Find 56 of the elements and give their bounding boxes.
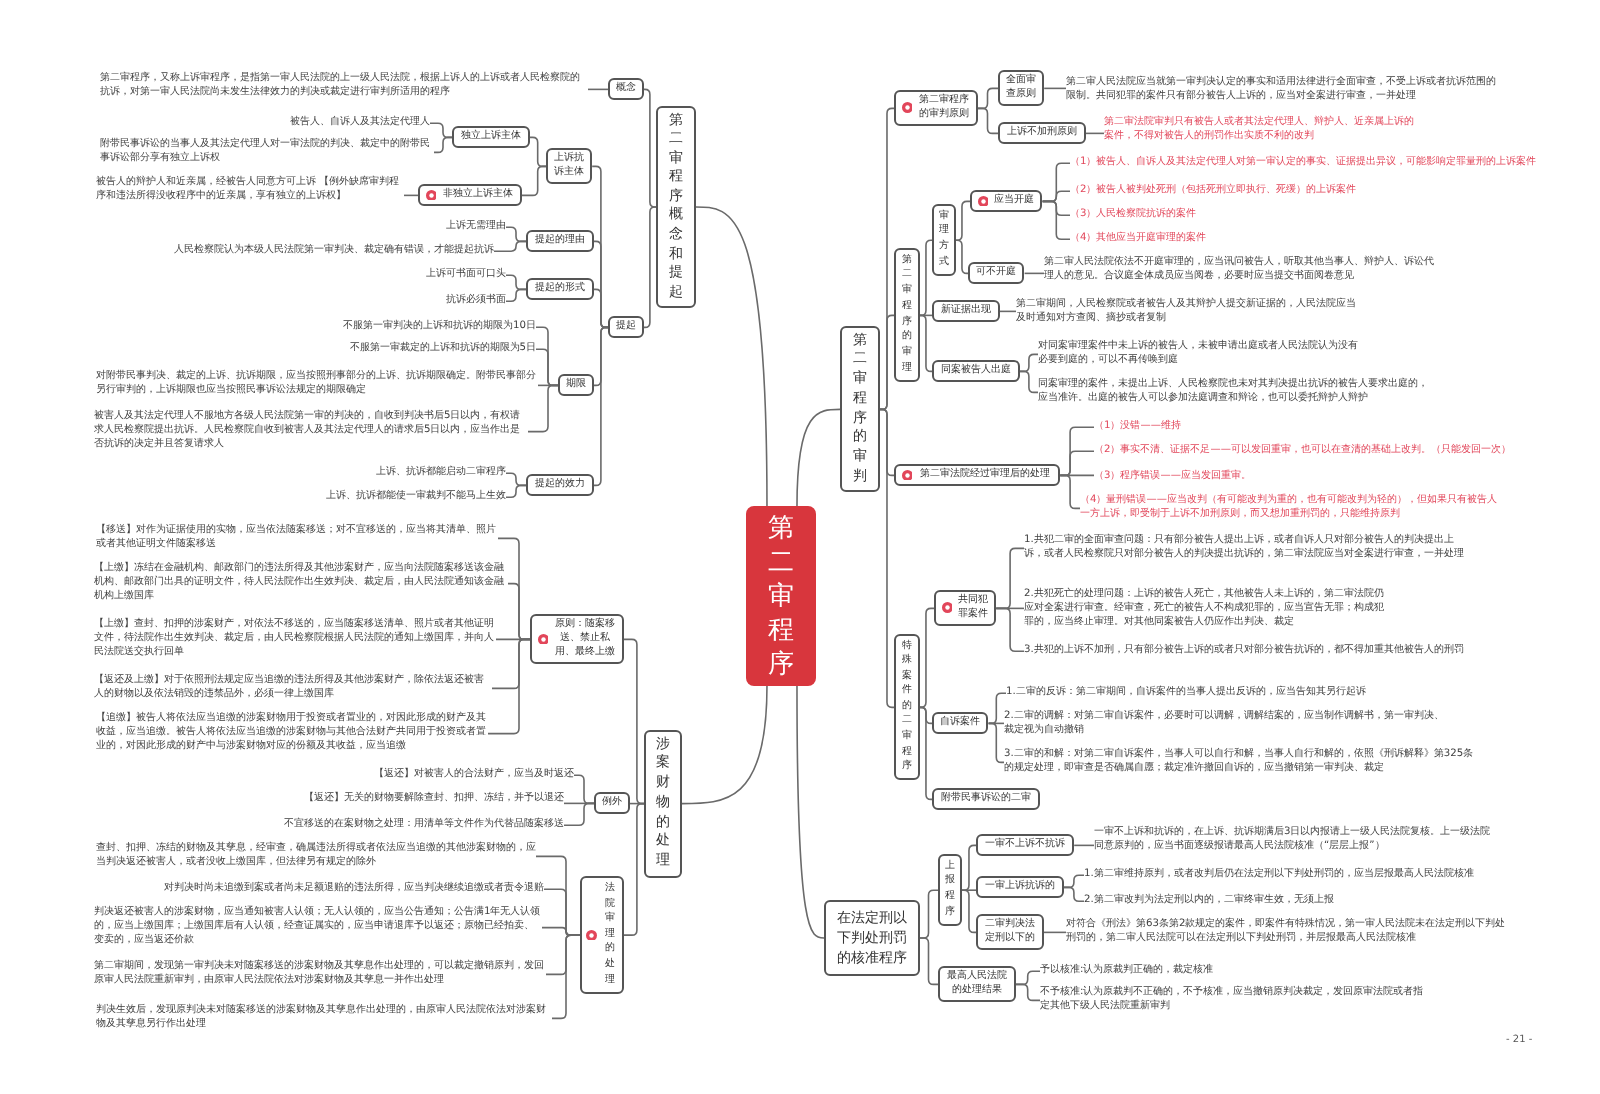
connector [1085, 132, 1105, 135]
connector [429, 122, 453, 139]
connector [1023, 272, 1045, 275]
connector [987, 692, 1007, 725]
connector [919, 314, 933, 373]
topic-box [580, 876, 624, 995]
connector [592, 326, 609, 487]
topic-box [894, 90, 977, 127]
connector [528, 136, 547, 168]
connector [955, 200, 971, 241]
connector [433, 136, 453, 154]
central-topic: 第二审程序 [746, 506, 816, 686]
connector [879, 408, 895, 709]
connector [796, 408, 841, 507]
connector [918, 937, 939, 986]
connector [1073, 844, 1095, 847]
connector [521, 165, 547, 197]
connector [505, 288, 527, 302]
connector [1063, 886, 1085, 902]
topic-box [418, 184, 522, 207]
connector [1041, 200, 1071, 240]
connector [643, 206, 657, 329]
connector [643, 88, 657, 208]
connector [487, 638, 531, 735]
topic-box [934, 590, 997, 627]
connector [955, 239, 969, 275]
connector [1059, 474, 1081, 510]
connector [1019, 370, 1039, 394]
connector [551, 934, 581, 1020]
topic-box [970, 190, 1043, 213]
topic-box [530, 614, 624, 665]
topic-box [894, 464, 1061, 487]
connector [796, 685, 825, 939]
connector [961, 889, 977, 934]
connector [987, 722, 1005, 764]
connector [976, 107, 999, 135]
connector [1014, 983, 1041, 1002]
connector [919, 607, 935, 709]
connector [587, 88, 609, 91]
connector [623, 802, 645, 936]
connector [919, 239, 933, 317]
connector [879, 314, 895, 411]
connector [919, 706, 933, 801]
connector [995, 607, 1025, 652]
connector [681, 685, 768, 805]
connector [1043, 87, 1067, 90]
connector [961, 844, 977, 891]
connector [493, 240, 527, 252]
connector [695, 206, 768, 507]
connector [1063, 874, 1085, 889]
connector [1019, 353, 1039, 373]
connector [563, 802, 595, 826]
connector [592, 288, 609, 329]
connector [622, 638, 645, 805]
connector [1042, 931, 1067, 934]
connector [505, 484, 527, 498]
